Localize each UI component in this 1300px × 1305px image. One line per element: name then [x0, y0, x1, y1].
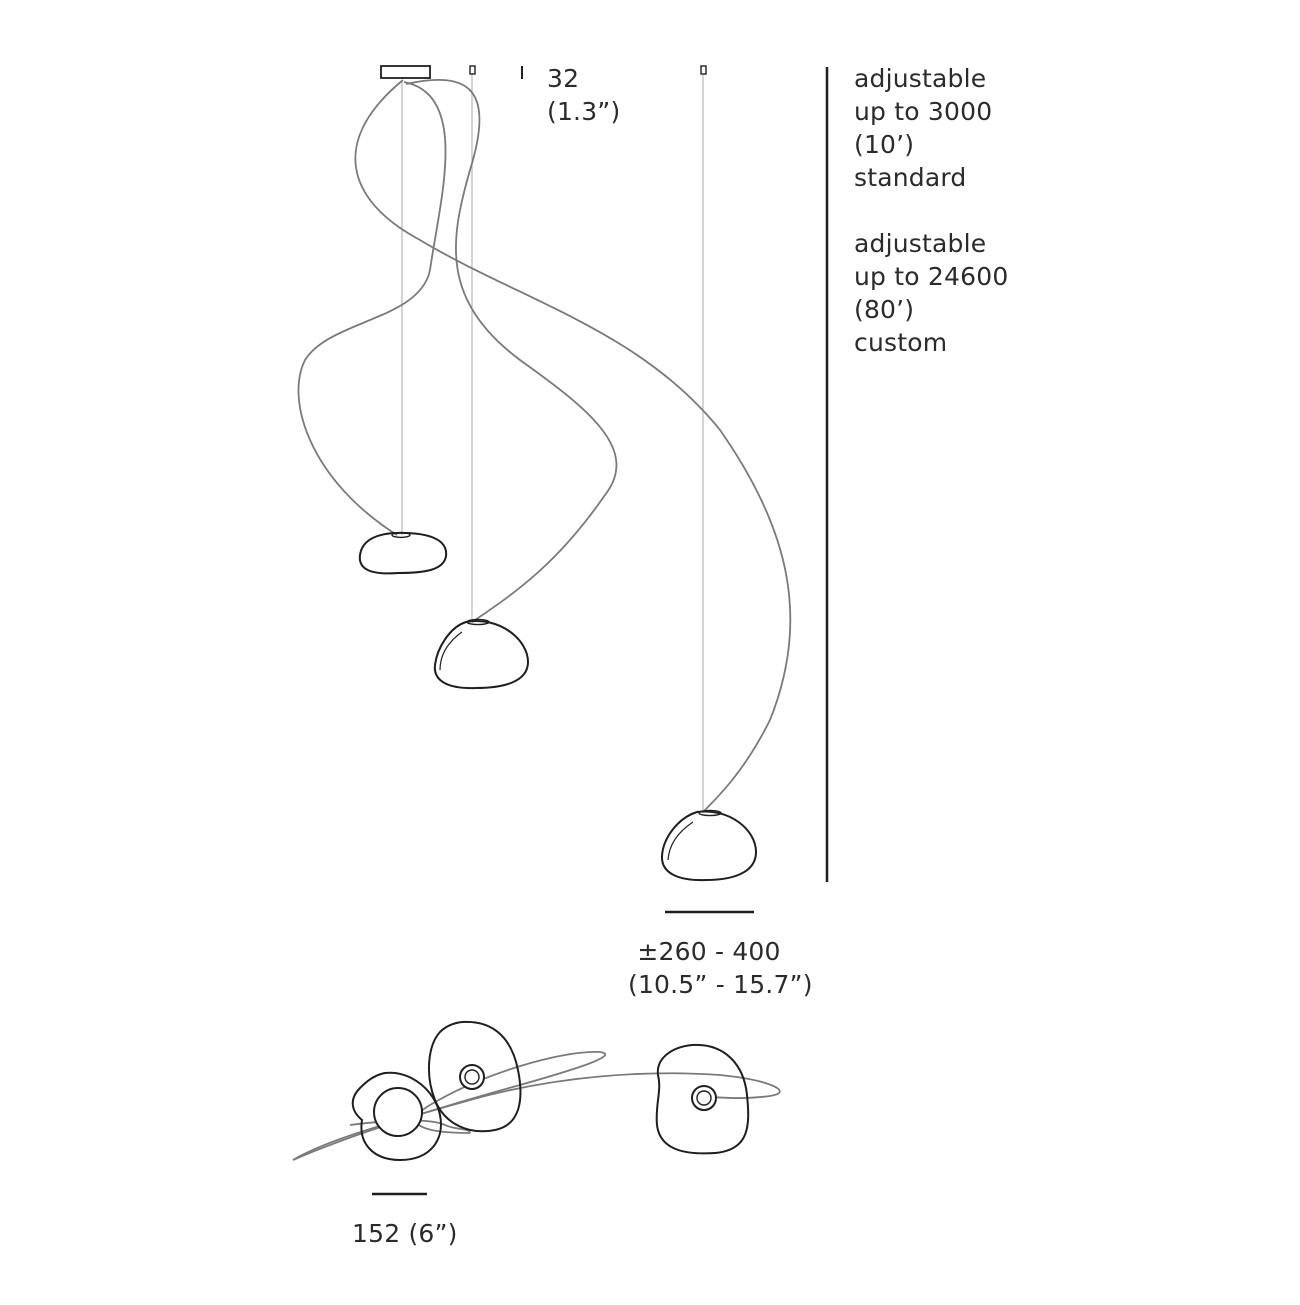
power-cable-1	[354, 79, 792, 813]
suspension-length-note: adjustable up to 3000 (10’) standard adj…	[854, 62, 1008, 359]
pendant-shade-small	[358, 531, 448, 575]
shade-width-imperial: (10.5” - 15.7”)	[628, 970, 813, 999]
shade-medium-highlight	[439, 631, 463, 671]
ceiling-canopy	[380, 65, 431, 79]
shade-large-highlight	[667, 821, 694, 861]
plan-shade-middle-ring-inner	[464, 1069, 480, 1085]
shade-medium-opening	[466, 618, 490, 626]
custom-line-4: custom	[854, 328, 948, 357]
canopy-height-metric: 32	[547, 64, 580, 93]
pendant-shade-large	[660, 810, 758, 882]
shade-width-label: ±260 - 400 (10.5” - 15.7”)	[628, 935, 813, 1001]
shade-large-opening	[698, 809, 722, 817]
standard-line-4: standard	[854, 163, 967, 192]
plan-shade-middle	[428, 1020, 522, 1133]
ceiling-anchor-2	[469, 65, 476, 75]
custom-line-1: adjustable	[854, 229, 987, 258]
power-cable-3	[405, 79, 618, 623]
custom-line-3: (80’)	[854, 295, 915, 324]
pendant-shade-medium	[433, 620, 530, 690]
plan-shade-right-ring-outer	[691, 1085, 717, 1111]
plan-shade-right	[655, 1043, 750, 1155]
canopy-height-label: 32 (1.3”)	[547, 62, 620, 128]
power-cable-2	[297, 81, 447, 536]
standard-line-1: adjustable	[854, 64, 987, 93]
shade-small-opening	[391, 531, 411, 539]
standard-line-2: up to 3000	[854, 97, 993, 126]
plan-shade-right-ring-inner	[696, 1090, 712, 1106]
ceiling-anchor-3	[700, 65, 707, 75]
shade-width-metric: ±260 - 400	[637, 937, 781, 966]
custom-line-2: up to 24600	[854, 262, 1009, 291]
canopy-height-imperial: (1.3”)	[547, 97, 621, 126]
plan-shade-middle-ring-outer	[459, 1064, 485, 1090]
plan-width-label: 152 (6”)	[352, 1219, 458, 1248]
plan-shade-left-globe	[373, 1087, 423, 1137]
standard-line-3: (10’)	[854, 130, 915, 159]
